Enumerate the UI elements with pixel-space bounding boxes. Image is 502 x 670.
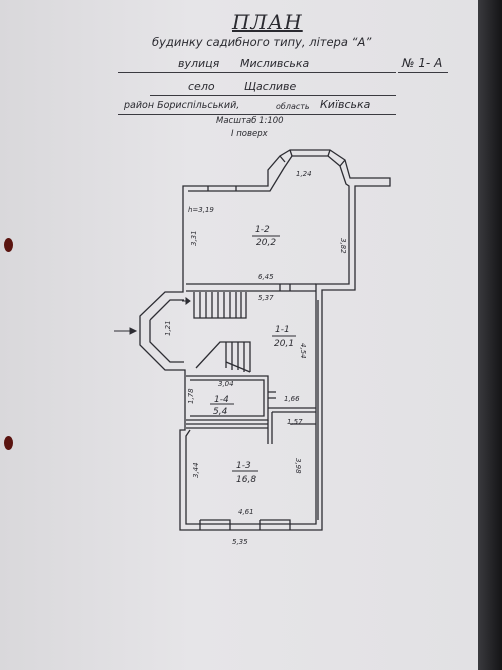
street-label: вулиця bbox=[178, 57, 220, 70]
scale-label: Масштаб 1:100 bbox=[216, 116, 284, 126]
district-label: район Бориспільський, bbox=[124, 100, 240, 111]
room-1-1-area: 20,1 bbox=[274, 339, 294, 349]
dim-r13-right: 3,98 bbox=[294, 458, 302, 474]
floor-label: І поверх bbox=[231, 129, 268, 139]
room-1-1-id: 1-1 bbox=[275, 325, 290, 335]
room-1-3-id: 1-3 bbox=[236, 461, 251, 471]
room-1-4-id: 1-4 bbox=[214, 395, 229, 405]
room-1-4-area: 5,4 bbox=[213, 407, 228, 417]
dim-r12-bottom: 6,45 bbox=[258, 273, 274, 281]
wall-12-11 bbox=[186, 283, 316, 292]
punch-hole bbox=[4, 436, 13, 450]
table-edge bbox=[478, 0, 502, 670]
document-sheet: ПЛАН будинку садибного типу, літера “А” … bbox=[0, 0, 478, 670]
doc-number-underline bbox=[398, 72, 448, 73]
page-title: ПЛАН bbox=[232, 10, 303, 34]
ceiling-height: h=3,19 bbox=[188, 206, 214, 214]
door-12 bbox=[279, 284, 291, 291]
dim-small-width: 1,66 bbox=[284, 395, 300, 403]
dim-r14-top: 3,04 bbox=[218, 380, 234, 388]
stairs-lower-steps bbox=[225, 342, 245, 372]
dim-r13-left: 3,44 bbox=[192, 462, 200, 478]
street-underline bbox=[118, 72, 396, 73]
dim-r14-left: 1,78 bbox=[187, 388, 195, 404]
stairs-top-steps bbox=[199, 292, 242, 318]
village-value: Щасливе bbox=[244, 80, 297, 93]
dim-r13-bottom: 4,61 bbox=[238, 508, 254, 516]
hall-arrow-head bbox=[185, 297, 191, 305]
wall-room-1-3 bbox=[186, 423, 316, 429]
dim-total-bottom: 5,35 bbox=[232, 538, 248, 546]
page-subtitle: будинку садибного типу, літера “А” bbox=[152, 35, 372, 49]
village-label: село bbox=[188, 80, 215, 93]
region-label: область bbox=[276, 102, 310, 111]
village-underline bbox=[150, 95, 396, 96]
room-1-2-area: 20,2 bbox=[256, 238, 276, 248]
bottom-windows bbox=[199, 519, 291, 530]
punch-hole bbox=[4, 238, 13, 252]
street-value: Мисливська bbox=[240, 57, 310, 70]
dim-bay-left: 1,21 bbox=[164, 320, 172, 336]
district-underline bbox=[118, 114, 396, 115]
inner-wall-line bbox=[185, 155, 350, 525]
outer-wall bbox=[139, 149, 391, 531]
bay-window bbox=[279, 149, 346, 167]
stairs-top-frame bbox=[193, 292, 247, 319]
doc-number: № 1- А bbox=[402, 56, 443, 70]
stairs-lower-frame bbox=[195, 341, 251, 372]
left-bay bbox=[149, 299, 184, 363]
top-window bbox=[207, 186, 237, 191]
room-1-3-area: 16,8 bbox=[236, 475, 256, 485]
dim-hall-top: 5,37 bbox=[258, 294, 274, 302]
region-value: Київська bbox=[320, 98, 371, 111]
dim-r11-right: 4,54 bbox=[299, 343, 307, 359]
room-1-2-id: 1-2 bbox=[255, 225, 270, 235]
door-1-4 bbox=[268, 391, 276, 399]
entrance-arrow-head bbox=[129, 327, 138, 335]
dim-r12-right: 3,82 bbox=[339, 238, 347, 254]
dim-bay-top: 1,24 bbox=[296, 170, 312, 178]
wall-small-room bbox=[268, 407, 316, 413]
inner-room-1-4 bbox=[190, 379, 265, 417]
stairs-diagonal bbox=[225, 361, 251, 373]
dim-small-width-2: 1,57 bbox=[287, 418, 303, 426]
dim-r12-left: 3,31 bbox=[190, 230, 198, 246]
